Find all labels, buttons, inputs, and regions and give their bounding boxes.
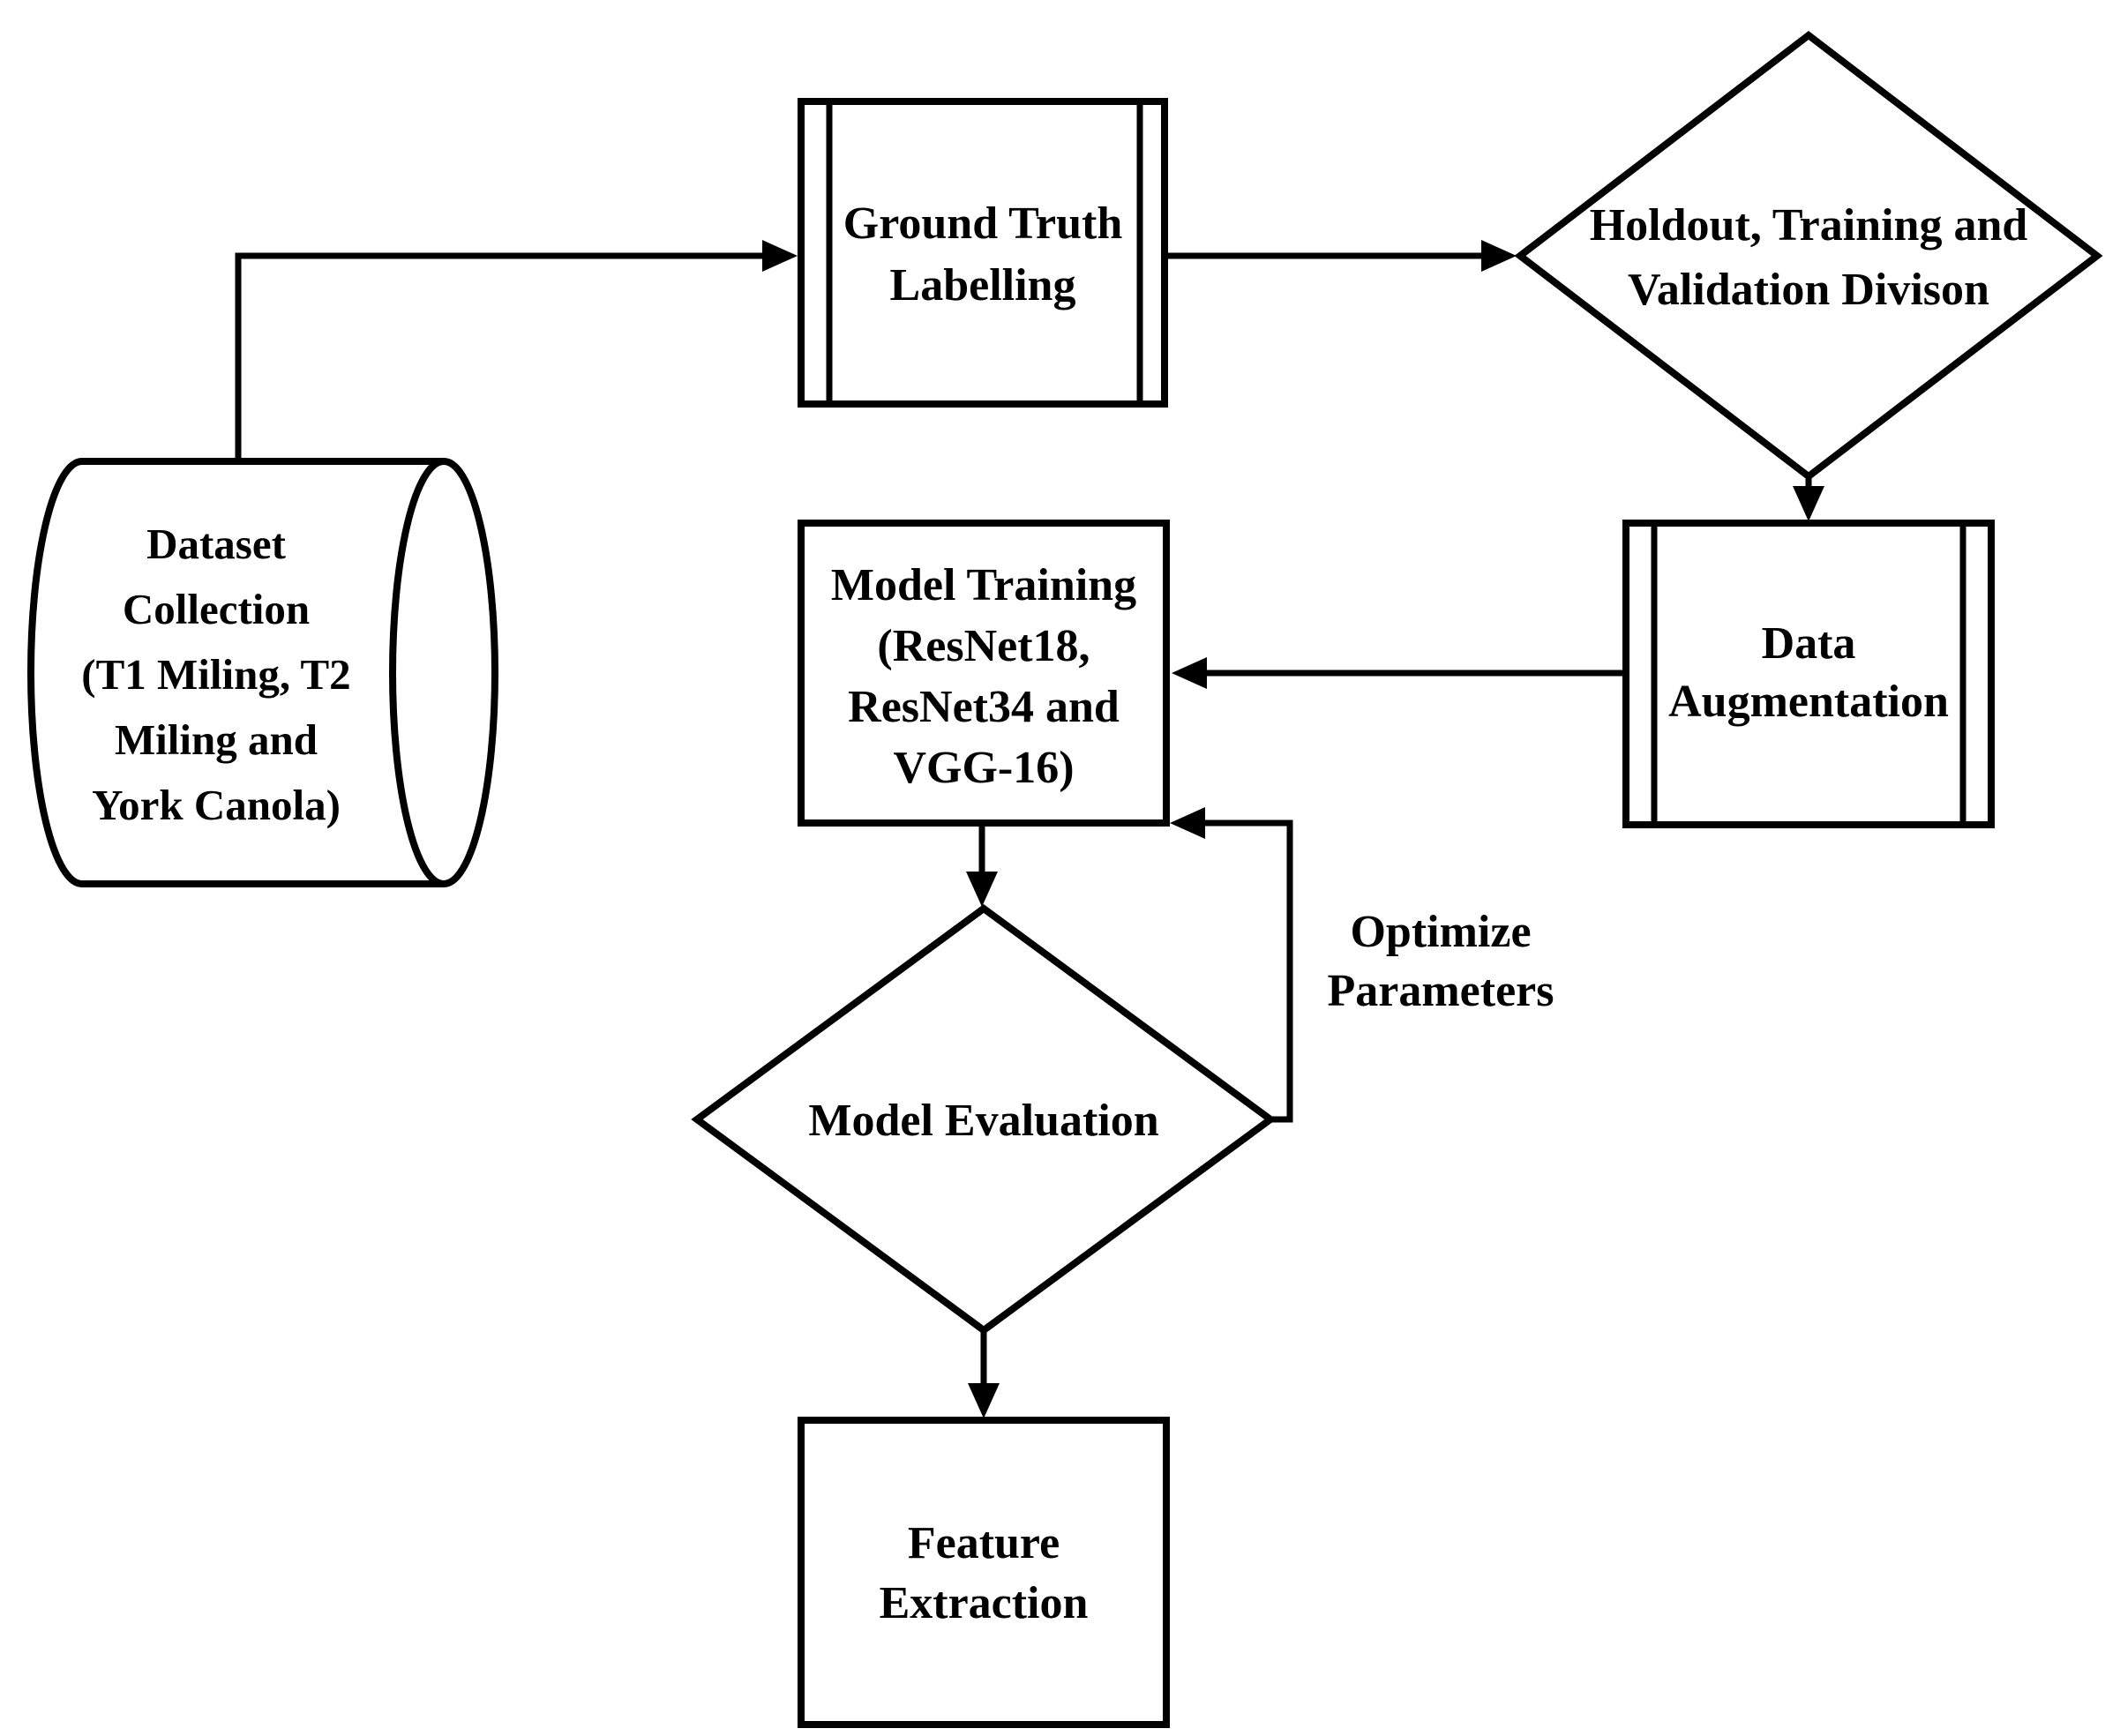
connector-line (235, 252, 764, 461)
process-box-shape (798, 520, 1170, 827)
arrowhead-right-icon (762, 240, 798, 272)
edge-data-augmentation-to-model-training (1172, 657, 1626, 689)
process-box-shape (798, 1417, 1170, 1728)
cylinder-left-arc-shape (27, 458, 83, 887)
edge-model-evaluation-to-model-training-loop (1170, 807, 1293, 1123)
holdout-division-node: Holdout, Training and Validation Divison (1514, 30, 2103, 482)
node-label-line: Feature (908, 1518, 1060, 1568)
node-label-line: Miling and (115, 715, 318, 764)
edge-model-training-to-model-evaluation (966, 823, 998, 907)
cylinder-body-shape (82, 458, 444, 887)
node-label-line: (T1 Miling, T2 (81, 650, 350, 699)
node-label-line: VGG-16) (893, 743, 1074, 793)
optimize-parameters-label: Optimize Parameters (1328, 907, 1554, 1016)
node-label-line: Ground Truth (843, 198, 1123, 249)
edge-ground-truth-to-holdout (1168, 240, 1517, 272)
arrowhead-down-icon (1793, 486, 1824, 521)
edge-label-line: Parameters (1328, 966, 1554, 1016)
decision-diamond-shape (1514, 30, 2103, 482)
feature-extraction-node: Feature Extraction (798, 1417, 1170, 1728)
edge-model-evaluation-to-feature-extraction (968, 1330, 1000, 1418)
node-label-line: (ResNet18, (877, 621, 1090, 671)
connector-line (1205, 819, 1293, 1123)
arrowhead-down-icon (968, 1383, 1000, 1418)
arrowhead-down-icon (966, 872, 998, 907)
process-box-shape (1622, 520, 1995, 828)
arrowhead-right-icon (1481, 240, 1517, 272)
node-label-line: Data (1762, 618, 1856, 669)
model-evaluation-node: Model Evaluation (691, 904, 1277, 1335)
arrowhead-left-icon (1172, 657, 1207, 689)
edge-holdout-to-data-augmentation (1793, 476, 1824, 521)
model-training-node: Model Training (ResNet18, ResNet34 and V… (798, 520, 1170, 827)
dataset-collection-node: Dataset Collection (T1 Miling, T2 Miling… (27, 458, 498, 887)
node-label-line: Collection (123, 585, 310, 633)
node-label-line: Holdout, Training and (1590, 200, 2028, 251)
node-label-line: Extraction (880, 1578, 1089, 1628)
node-label-line: Labelling (890, 260, 1076, 311)
node-label-line: ResNet34 and (848, 682, 1120, 732)
node-label-line: York Canola) (92, 781, 341, 829)
data-augmentation-node: Data Augmentation (1622, 520, 1995, 828)
cylinder-end-cap-shape (389, 458, 498, 887)
node-label-line: Model Evaluation (808, 1096, 1158, 1146)
arrowhead-left-icon (1170, 807, 1205, 839)
decision-diamond-shape (691, 904, 1277, 1335)
ground-truth-labelling-node: Ground Truth Labelling (798, 98, 1168, 408)
node-label-line: Model Training (831, 560, 1136, 610)
edge-label-line: Optimize (1350, 907, 1531, 957)
edge-dataset-to-ground-truth (235, 240, 798, 461)
process-box-shape (798, 98, 1168, 408)
node-label-line: Validation Divison (1628, 265, 1989, 315)
node-label-line: Augmentation (1668, 677, 1949, 727)
node-label-line: Dataset (146, 520, 287, 568)
